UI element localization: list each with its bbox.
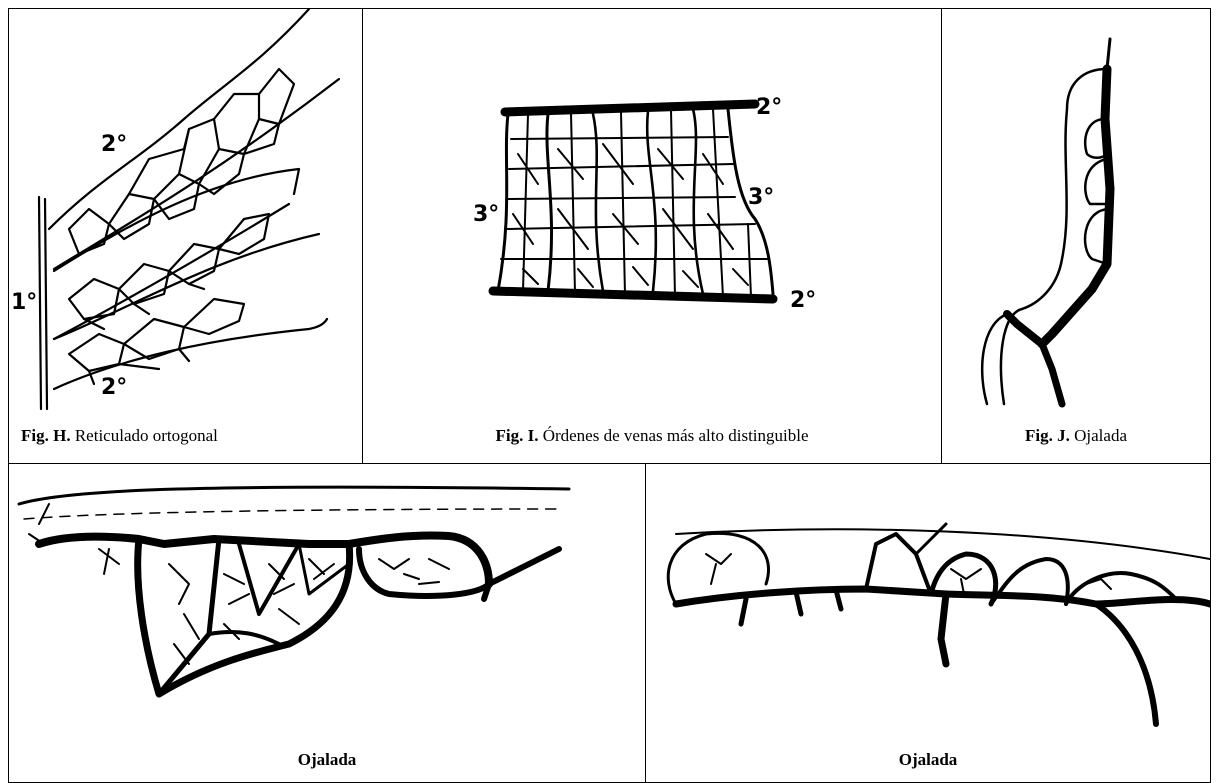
figure-h-drawing: 2° 2° 1° bbox=[9, 9, 362, 429]
figure-i-caption: Fig. I. Órdenes de venas más alto distin… bbox=[363, 426, 941, 446]
figure-bottom-left-caption: Ojalada bbox=[9, 750, 645, 770]
figure-j-drawing bbox=[942, 9, 1210, 429]
figure-i-caption-prefix: Fig. I. bbox=[495, 426, 538, 445]
label-secondary-bottom: 2° bbox=[101, 375, 127, 400]
figure-j-caption: Fig. J. Ojalada bbox=[942, 426, 1210, 446]
figure-h-panel: 2° 2° 1° Fig. H. Reticulado ortogonal bbox=[8, 8, 363, 464]
figure-bottom-right-caption: Ojalada bbox=[646, 750, 1210, 770]
figure-i-drawing: 2° 2° 3° 3° bbox=[363, 9, 941, 429]
figure-j-panel: Fig. J. Ojalada bbox=[941, 8, 1211, 464]
label-primary: 1° bbox=[11, 290, 37, 315]
label-tertiary-left: 3° bbox=[473, 202, 499, 227]
figure-bottom-left-panel: Ojalada bbox=[8, 463, 646, 783]
label-tertiary-right: 3° bbox=[748, 185, 774, 210]
figure-bottom-left-drawing bbox=[9, 464, 645, 744]
label-secondary-top: 2° bbox=[101, 132, 127, 157]
figure-j-caption-prefix: Fig. J. bbox=[1025, 426, 1070, 445]
figure-i-caption-text: Órdenes de venas más alto distinguible bbox=[538, 426, 808, 445]
figure-h-caption: Fig. H. Reticulado ortogonal bbox=[9, 426, 362, 446]
label-secondary-top: 2° bbox=[756, 95, 782, 120]
figure-bottom-right-panel: Ojalada bbox=[645, 463, 1211, 783]
figure-bottom-right-caption-text: Ojalada bbox=[899, 750, 958, 769]
figure-j-caption-text: Ojalada bbox=[1070, 426, 1127, 445]
figure-bottom-left-caption-text: Ojalada bbox=[298, 750, 357, 769]
figure-h-caption-prefix: Fig. H. bbox=[21, 426, 71, 445]
figure-h-caption-text: Reticulado ortogonal bbox=[71, 426, 218, 445]
label-secondary-bottom: 2° bbox=[790, 288, 816, 313]
figure-i-panel: 2° 2° 3° 3° Fig. I. Órdenes de venas más… bbox=[362, 8, 942, 464]
figure-bottom-right-drawing bbox=[646, 464, 1210, 744]
